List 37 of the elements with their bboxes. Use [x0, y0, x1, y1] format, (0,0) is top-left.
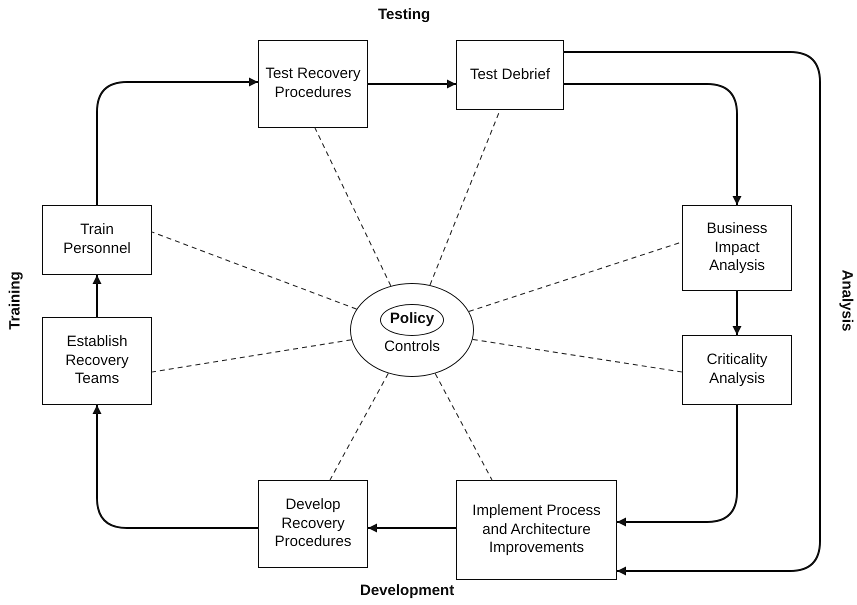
node-text: Policy — [390, 310, 434, 329]
node-text: Test Recovery Procedures — [264, 65, 362, 103]
phase-label: Analysis — [838, 270, 856, 332]
process-box — [42, 205, 152, 275]
process-box — [456, 480, 617, 580]
dashed-connector — [152, 339, 352, 373]
process-box — [682, 335, 792, 405]
arrow — [368, 524, 456, 532]
node-text: Establish Recovery Teams — [64, 332, 130, 390]
dashed-connector — [434, 373, 492, 480]
node-text: Train Personnel — [62, 221, 132, 259]
arrow — [732, 291, 742, 335]
process-box — [682, 205, 792, 291]
dashed-connector — [152, 231, 357, 310]
arrow — [92, 405, 258, 529]
arrow — [368, 80, 456, 88]
phase-label: Development — [360, 582, 454, 599]
node-text: Develop Recovery Procedures — [274, 496, 352, 552]
node-text: Controls — [384, 338, 440, 356]
phase-label: Testing — [378, 6, 430, 23]
phase-label: Training — [6, 271, 24, 330]
dashed-connector — [472, 338, 682, 373]
arrow — [96, 78, 258, 205]
node-text: Test Debrief — [470, 66, 550, 84]
node-text: Implement Process and Architecture Improvements — [471, 502, 602, 558]
dashed-connector — [330, 373, 389, 480]
dashed-connector — [314, 128, 392, 286]
node-text: Criticality Analysis — [706, 351, 768, 389]
process-box — [258, 480, 368, 568]
process-box — [456, 40, 564, 110]
process-box — [258, 40, 368, 128]
arrow — [564, 83, 742, 205]
arrow — [564, 51, 821, 576]
node-text: Business Impact Analysis — [706, 220, 768, 276]
process-box — [42, 317, 152, 405]
arrow — [92, 275, 102, 317]
arrow — [617, 405, 738, 526]
